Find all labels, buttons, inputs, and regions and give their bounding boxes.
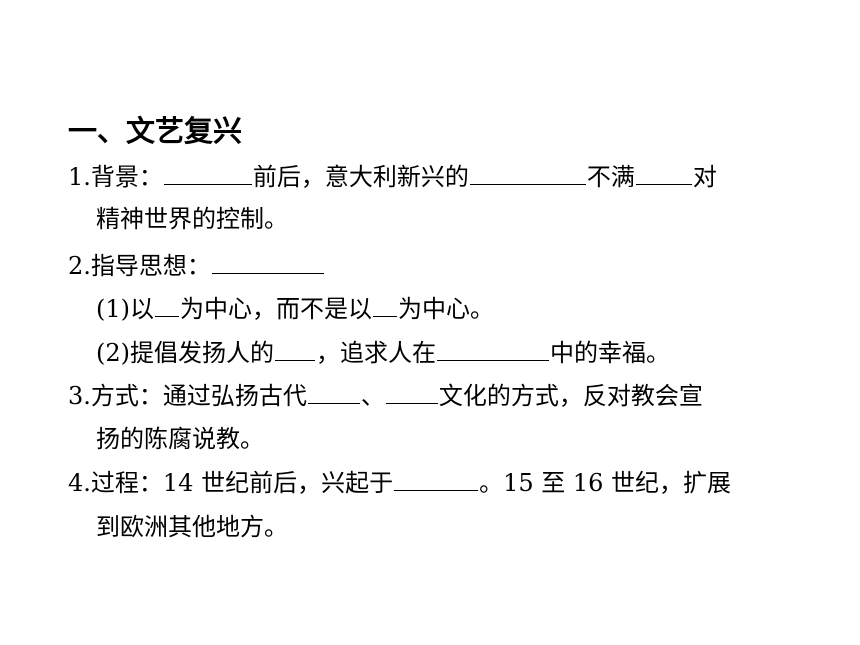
sub1-text2: 为中心。 (398, 295, 494, 323)
sub2-number: (2)提倡发扬人的 (96, 339, 274, 367)
item-method-text2: 文化的方式，反对教会宣 (438, 382, 703, 410)
fill-blank[interactable] (275, 338, 315, 361)
item-method-line2: 扬的陈腐说教。 (96, 425, 264, 453)
fill-blank[interactable] (394, 468, 479, 491)
fill-blank[interactable] (211, 251, 324, 274)
fill-blank[interactable] (437, 338, 549, 361)
item-background-text3: 对 (692, 163, 717, 191)
item-process-label: 4.过程：14 世纪前后，兴起于 (68, 469, 394, 497)
item-background-label: 1.背景： (68, 163, 163, 191)
item-guiding-line: 2.指导思想： (68, 249, 325, 283)
item-method-line1: 3.方式：通过弘扬古代 、 文化的方式，反对教会宣 (68, 379, 703, 413)
section-title: 一、文艺复兴 (68, 114, 243, 148)
item-guiding-sub2: (2)提倡发扬人的 ，追求人在 中的幸福。 (96, 336, 670, 370)
item-background-line1: 1.背景： 前后，意大利新兴的 不满 对 (68, 160, 717, 194)
item-process-line1: 4.过程：14 世纪前后，兴起于 。15 至 16 世纪，扩展 (68, 466, 731, 500)
sub2-text1: ，追求人在 (316, 339, 436, 367)
item-method-text1: 、 (360, 382, 385, 410)
fill-blank[interactable] (385, 381, 438, 404)
fill-blank[interactable] (163, 162, 252, 185)
sub1-text1: 为中心，而不是以 (180, 295, 372, 323)
item-process-line2: 到欧洲其他地方。 (96, 513, 288, 541)
item-process-text1: 。15 至 16 世纪，扩展 (479, 469, 732, 497)
fill-blank[interactable] (307, 381, 360, 404)
item-background-line2: 精神世界的控制。 (96, 205, 288, 233)
item-method-label: 3.方式：通过弘扬古代 (68, 382, 307, 410)
item-background-text2: 不满 (586, 163, 635, 191)
fill-blank[interactable] (155, 294, 179, 317)
fill-blank[interactable] (469, 162, 586, 185)
sub1-number: (1)以 (96, 295, 154, 323)
sub2-text2: 中的幸福。 (550, 339, 670, 367)
item-guiding-sub1: (1)以为中心，而不是以为中心。 (96, 292, 494, 326)
item-guiding-label: 2.指导思想： (68, 252, 211, 280)
item-background-text1: 前后，意大利新兴的 (252, 163, 469, 191)
fill-blank[interactable] (373, 294, 397, 317)
fill-blank[interactable] (635, 162, 692, 185)
